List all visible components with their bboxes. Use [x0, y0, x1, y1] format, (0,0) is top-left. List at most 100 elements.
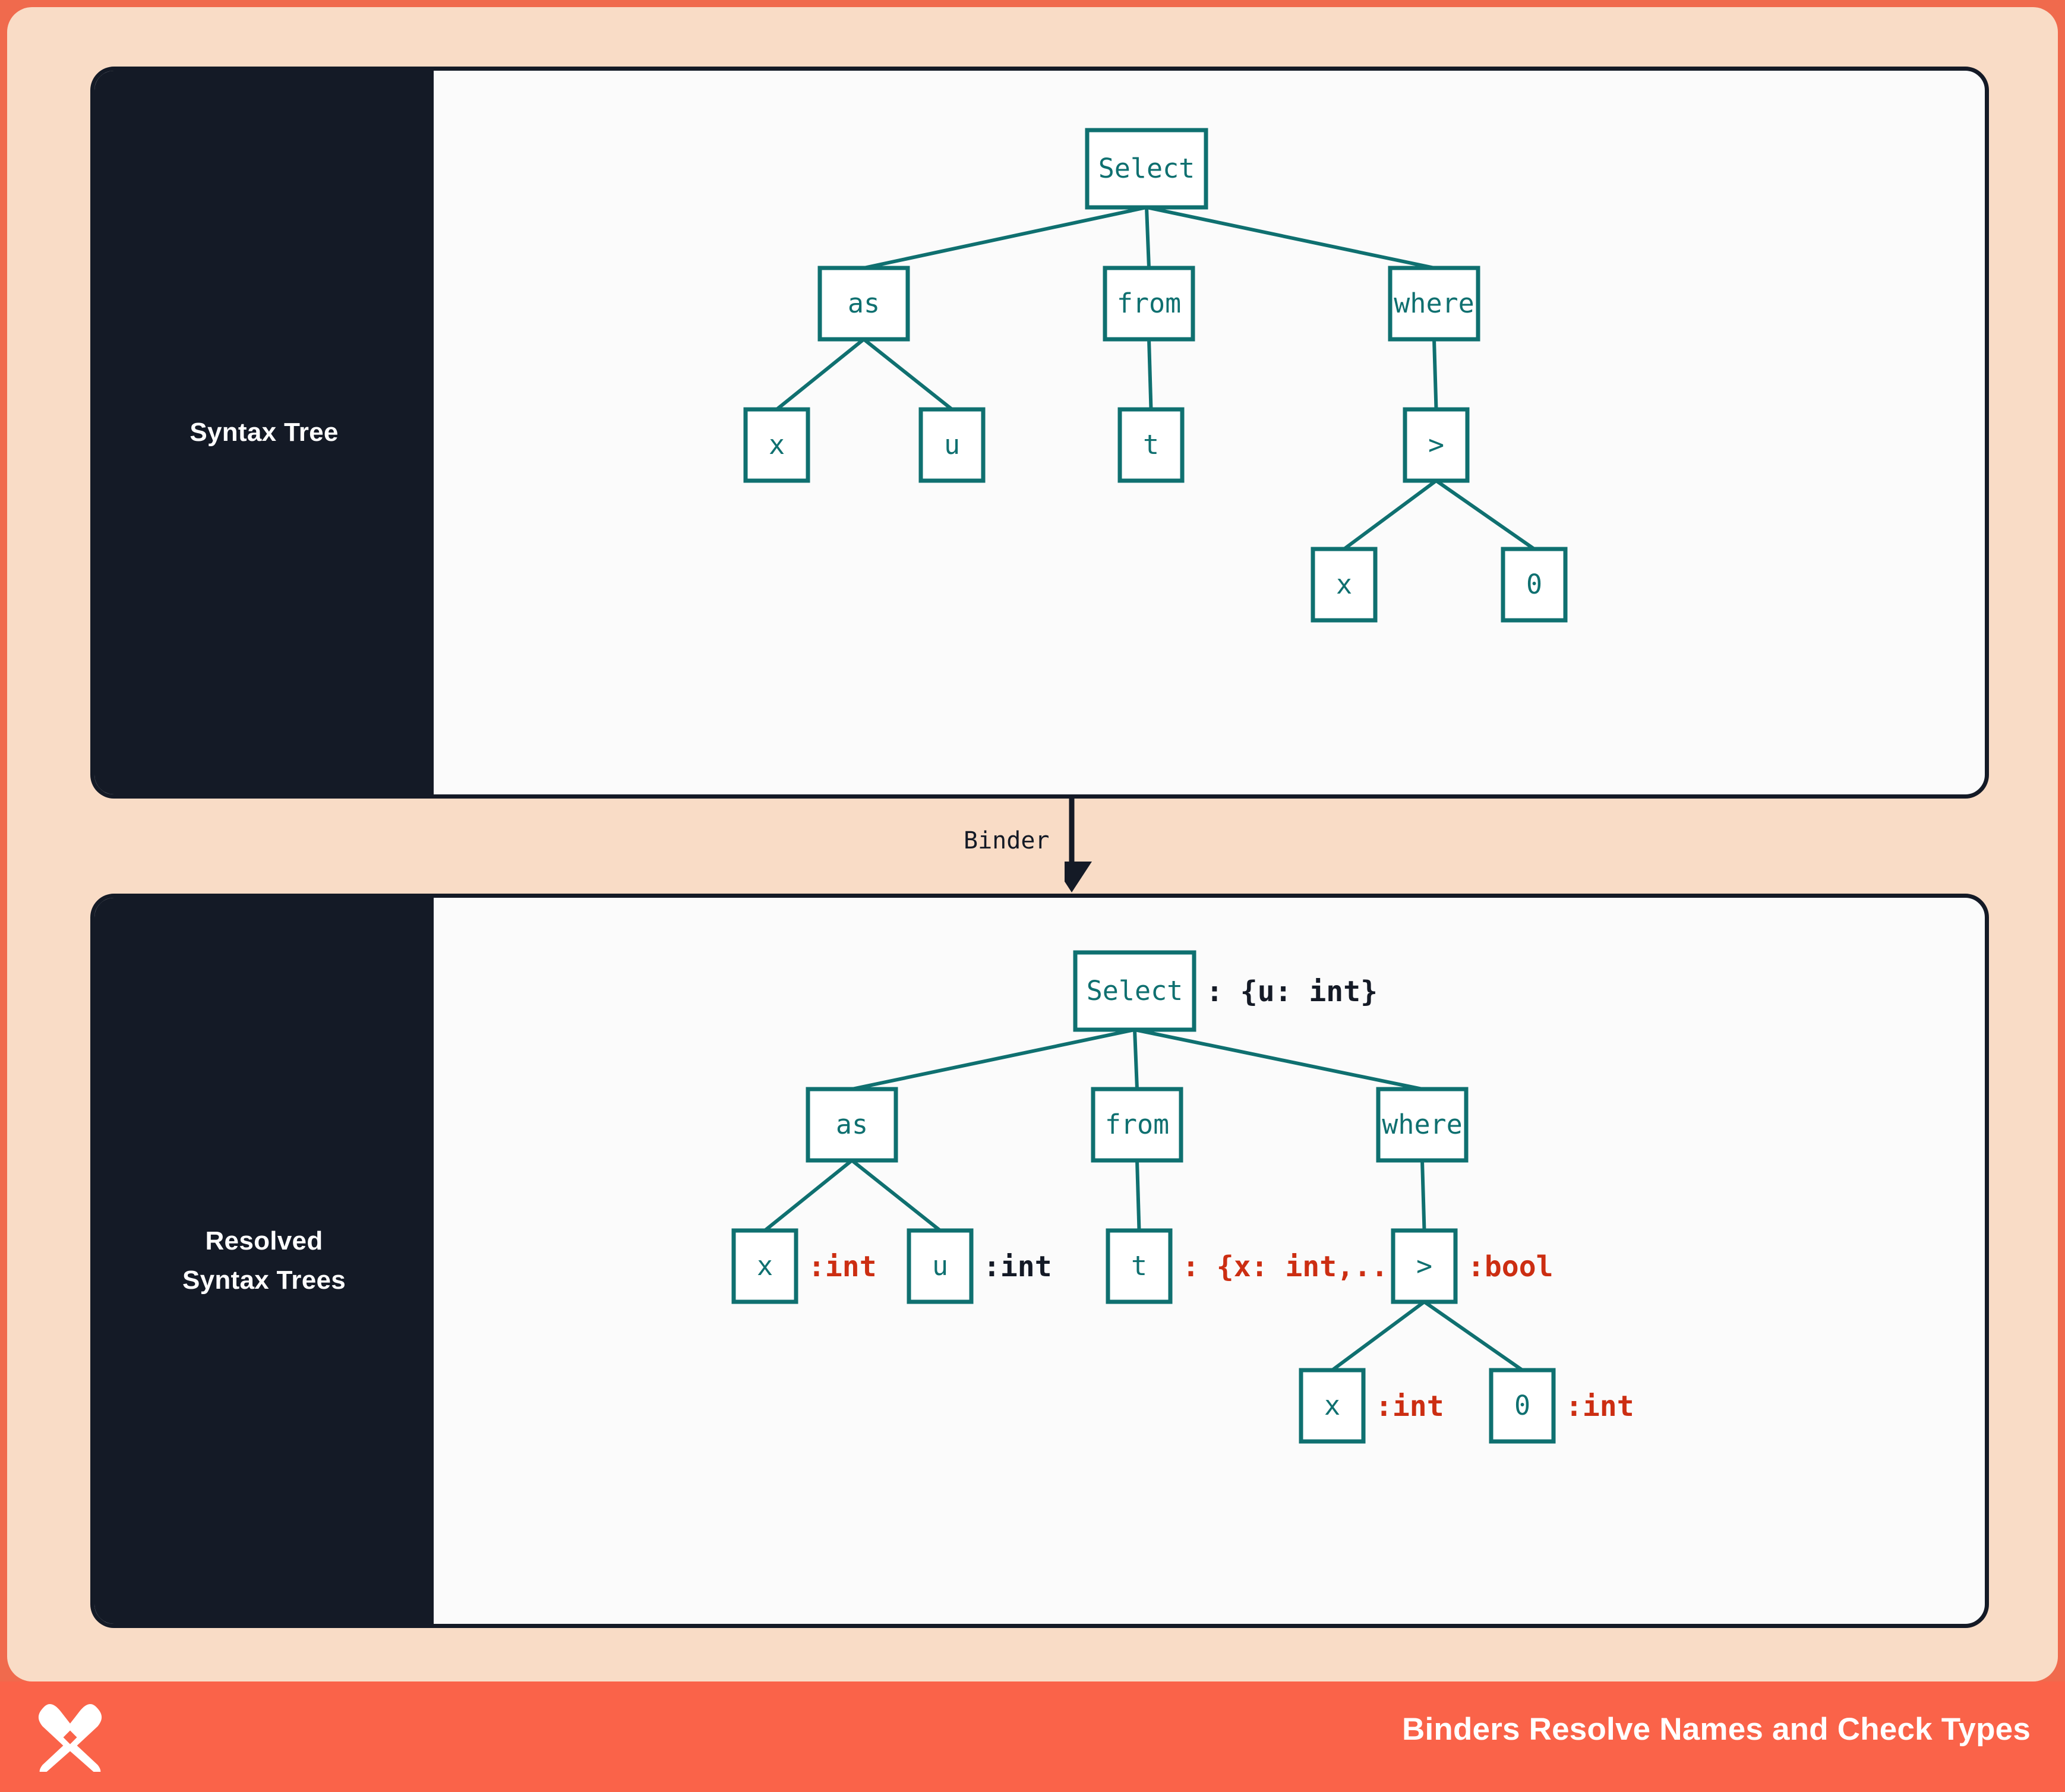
tree-node-box	[907, 1228, 974, 1304]
tree-node-as-u[interactable]: u :int	[907, 1228, 1052, 1304]
tree-node-box	[1391, 1228, 1458, 1304]
sidebar-syntax-tree: Syntax Tree	[94, 71, 434, 794]
syntax-tree-graphic: Select as from where x u t > x 0	[743, 128, 1568, 623]
sidebar-label-line2: Syntax Trees	[182, 1266, 346, 1295]
sidebar-label-line1: Resolved	[205, 1226, 323, 1255]
diagram-canvas: Syntax Tree Select as from where x u t > x 0 Bind…	[7, 7, 2058, 1681]
tree-node-gt-x[interactable]: x :int	[1299, 1368, 1444, 1444]
tree-edge	[1432, 339, 1438, 410]
tree-edge	[1134, 1028, 1423, 1091]
tree-node-select[interactable]: Select: {u: int}	[1073, 950, 1378, 1032]
tree-edge	[775, 337, 865, 411]
binder-transition: Binder	[964, 799, 1302, 894]
tree-node-from-t[interactable]: t : {x: int,...}	[1106, 1228, 1423, 1304]
tree-edge	[1135, 1160, 1141, 1231]
tree-node-as[interactable]: as	[817, 266, 910, 342]
tree-node-label: as	[848, 288, 880, 319]
tree-node-label: t	[1131, 1250, 1147, 1282]
tree-node-label: x	[1336, 569, 1352, 600]
tree-node-label: Select	[1098, 153, 1195, 184]
tree-edge	[763, 1159, 853, 1232]
panel-syntax-tree: Syntax Tree Select as from where x u t > x 0	[90, 67, 1989, 799]
tree-node-label: u	[944, 429, 960, 460]
tree-node-type-annotation: :bool	[1467, 1250, 1554, 1283]
tree-node-gt-0[interactable]: 0 :int	[1489, 1368, 1634, 1444]
tree-canvas-syntax-tree: Select as from where x u t > x 0	[434, 71, 1985, 794]
tree-node-box	[1376, 1087, 1469, 1163]
tree-edge	[863, 206, 1147, 270]
tree-node-label: x	[757, 1250, 773, 1282]
tree-node-label: from	[1105, 1109, 1169, 1140]
tree-node-box	[1311, 547, 1378, 623]
tree-edge	[1147, 339, 1153, 410]
tree-node-from-t[interactable]: t	[1117, 407, 1185, 483]
panel-resolved-syntax-trees: Resolved Syntax Trees Select: {u: int} as…	[90, 894, 1989, 1628]
tree-node-label: x	[769, 429, 785, 460]
tree-node-box	[806, 1087, 898, 1163]
tree-node-gt-0[interactable]: 0	[1501, 547, 1568, 623]
tree-node-label: u	[932, 1250, 948, 1282]
tree-node-box	[1501, 547, 1568, 623]
tree-node-box	[1091, 1087, 1183, 1163]
tree-node-box	[1085, 128, 1208, 210]
tree-node-label: as	[836, 1109, 868, 1140]
tree-node-type-annotation: : {u: int}	[1206, 975, 1378, 1008]
tree-edge	[1331, 1300, 1426, 1372]
tree-edge	[1420, 1160, 1426, 1231]
tree-node-gt[interactable]: >	[1403, 407, 1470, 483]
tree-node-box	[1117, 407, 1185, 483]
tree-node-box	[1073, 950, 1196, 1032]
tree-edge	[1145, 207, 1151, 269]
tree-node-type-annotation: :int	[1565, 1390, 1634, 1423]
resolved-syntax-tree-graphic: Select: {u: int} as from where x :int u :int t : …	[731, 950, 1634, 1444]
tree-node-select[interactable]: Select	[1085, 128, 1208, 210]
tree-node-type-annotation: :int	[1375, 1390, 1444, 1423]
tree-node-label: 0	[1526, 569, 1542, 600]
tree-node-type-annotation: : {x: int,...}	[1182, 1250, 1423, 1283]
tree-edge	[1146, 206, 1435, 270]
tree-node-as-u[interactable]: u	[918, 407, 986, 483]
footer-title: Binders Resolve Names and Check Types	[1401, 1712, 2031, 1747]
tree-node-box	[817, 266, 910, 342]
tree-node-box	[1489, 1368, 1556, 1444]
footer-bar: Binders Resolve Names and Check Types	[0, 1681, 2065, 1792]
tree-node-label: t	[1143, 429, 1159, 460]
tree-edge	[1423, 1300, 1524, 1372]
tree-node-gt-x[interactable]: x	[1311, 547, 1378, 623]
tree-edge	[1343, 479, 1438, 551]
tree-canvas-resolved-syntax-trees: Select: {u: int} as from where x :int u :int t : …	[434, 898, 1985, 1624]
tree-node-where[interactable]: where	[1376, 1087, 1469, 1163]
tree-edge	[863, 337, 953, 411]
tree-node-box	[1388, 266, 1480, 342]
tree-node-label: >	[1428, 429, 1444, 460]
tree-node-box	[1403, 407, 1470, 483]
tree-node-label: from	[1117, 288, 1181, 319]
binder-label: Binder	[964, 827, 1050, 854]
tree-node-type-annotation: :int	[808, 1250, 877, 1283]
tree-node-label: 0	[1514, 1390, 1530, 1421]
tree-node-as-x[interactable]: x :int	[731, 1228, 877, 1304]
tree-node-type-annotation: :int	[983, 1250, 1052, 1283]
tree-edge	[1133, 1029, 1139, 1090]
tree-node-box	[1103, 266, 1195, 342]
down-arrow-icon	[1052, 799, 1092, 892]
tree-node-where[interactable]: where	[1388, 266, 1480, 342]
tree-node-as[interactable]: as	[806, 1087, 898, 1163]
sidebar-resolved-syntax-trees: Resolved Syntax Trees	[94, 898, 434, 1624]
tree-node-label: x	[1324, 1390, 1340, 1421]
tree-node-from[interactable]: from	[1091, 1087, 1183, 1163]
sidebar-label-syntax-tree: Syntax Tree	[190, 418, 339, 447]
tree-node-box	[743, 407, 810, 483]
tree-node-gt[interactable]: > :bool	[1391, 1228, 1554, 1304]
tree-edge	[1435, 479, 1536, 551]
tree-node-label: where	[1394, 288, 1474, 319]
sidebar-label-resolved-syntax-trees: Resolved Syntax Trees	[182, 1222, 346, 1300]
tree-node-label: where	[1382, 1109, 1462, 1140]
butterfly-x-logo	[38, 1704, 102, 1772]
tree-node-from[interactable]: from	[1103, 266, 1195, 342]
tree-node-label: >	[1416, 1250, 1432, 1282]
tree-node-as-x[interactable]: x	[743, 407, 810, 483]
tree-node-box	[918, 407, 986, 483]
tree-node-box	[731, 1228, 798, 1304]
